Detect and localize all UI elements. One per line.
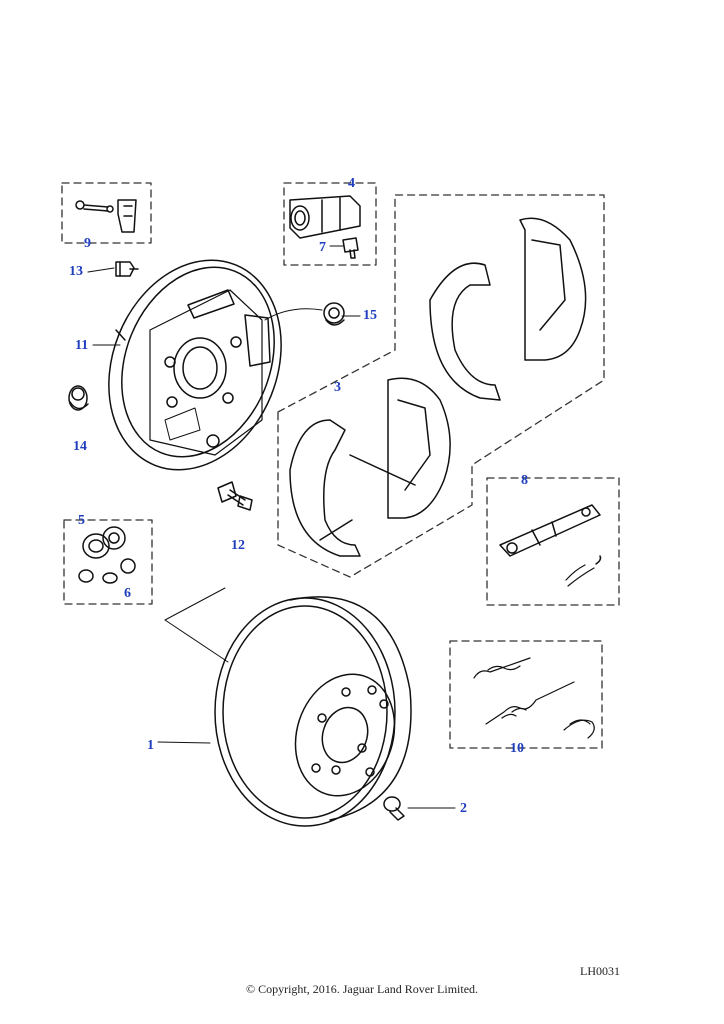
callout-10[interactable]: 10	[510, 741, 524, 756]
group-box-8	[486, 477, 620, 606]
screw-2-drawing	[383, 796, 405, 821]
brake-drum-drawing	[214, 596, 412, 827]
backing-plate-drawing	[108, 259, 282, 471]
callout-9[interactable]: 9	[84, 236, 91, 251]
callout-3[interactable]: 3	[334, 380, 341, 395]
springs-10-drawing	[473, 657, 595, 739]
group-box-10	[449, 640, 603, 749]
plug-14-drawing	[68, 385, 89, 411]
callout-8[interactable]: 8	[521, 473, 528, 488]
callout-7[interactable]: 7	[319, 240, 326, 255]
callout-5[interactable]: 5	[78, 513, 85, 528]
callout-6[interactable]: 6	[124, 586, 131, 601]
group-box-4	[283, 182, 377, 266]
callout-14[interactable]: 14	[73, 439, 87, 454]
bleed-screw-7-drawing	[342, 237, 359, 259]
callout-13[interactable]: 13	[69, 264, 83, 279]
repair-kit-5-drawing	[78, 526, 136, 584]
callout-1[interactable]: 1	[147, 738, 154, 753]
group-box-5	[63, 519, 153, 605]
callout-2[interactable]: 2	[460, 801, 467, 816]
leader-lines	[87, 245, 456, 809]
adjuster-8-drawing	[499, 504, 602, 587]
brake-shoes-drawing	[289, 217, 587, 557]
callout-4[interactable]: 4	[348, 176, 355, 191]
pin-clip-9-drawing	[75, 199, 137, 233]
wheel-cylinder-4-drawing	[289, 195, 361, 239]
group-box-9	[61, 182, 152, 244]
grommet-15-drawing	[264, 302, 345, 326]
callout-12[interactable]: 12	[231, 538, 245, 553]
copyright-notice: © Copyright, 2016. Jaguar Land Rover Lim…	[245, 982, 479, 996]
group-box-3-shoes	[277, 194, 605, 578]
bolt-12-drawing	[217, 481, 253, 511]
callout-15[interactable]: 15	[363, 308, 377, 323]
bolt-13-drawing	[115, 261, 139, 277]
drawing-code: LH0031	[580, 964, 620, 978]
callout-11[interactable]: 11	[75, 338, 89, 353]
